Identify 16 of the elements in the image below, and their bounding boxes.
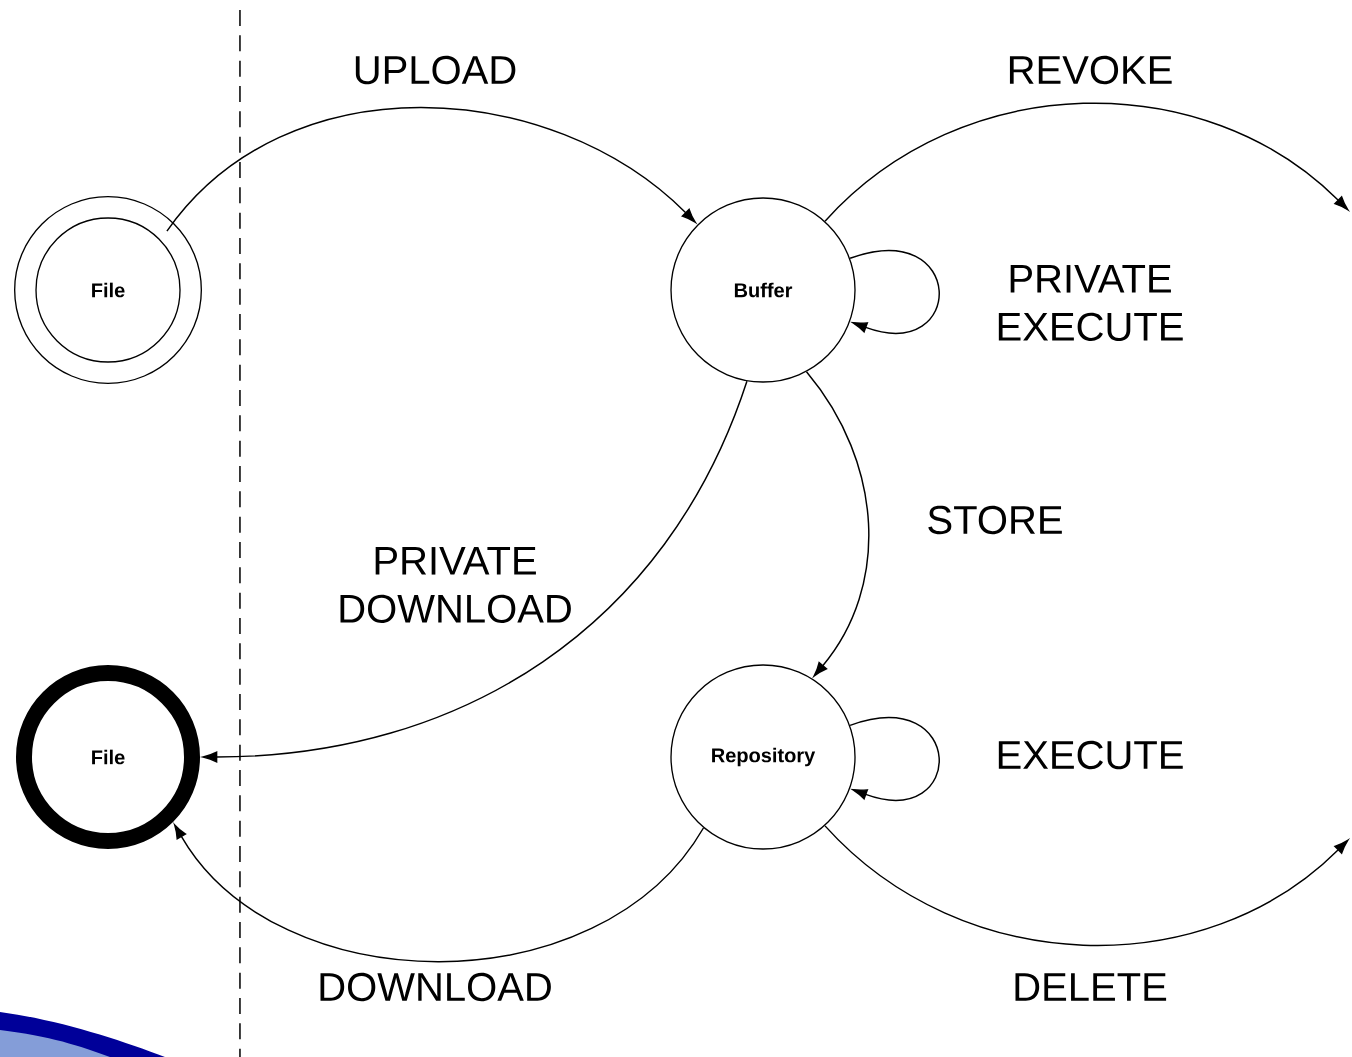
edge-label: PRIVATE EXECUTE (998, 265, 1183, 341)
edge-label: UPLOAD (355, 55, 516, 85)
edge-label: DOWNLOAD (320, 972, 551, 1002)
arrow (173, 824, 705, 963)
arrow (824, 825, 1349, 946)
edge-label: PRIVATE DOWNLOAD (340, 547, 571, 623)
arrow (849, 250, 940, 334)
arrow (849, 717, 940, 801)
edge-label: EXECUTE (998, 740, 1183, 770)
arrow (805, 371, 870, 677)
edge-label: STORE (928, 505, 1062, 535)
arrow (202, 380, 748, 763)
edge-label: REVOKE (1009, 55, 1172, 85)
arrow (824, 102, 1349, 222)
arrow (166, 106, 696, 232)
edge-label: DELETE (1015, 973, 1167, 1001)
